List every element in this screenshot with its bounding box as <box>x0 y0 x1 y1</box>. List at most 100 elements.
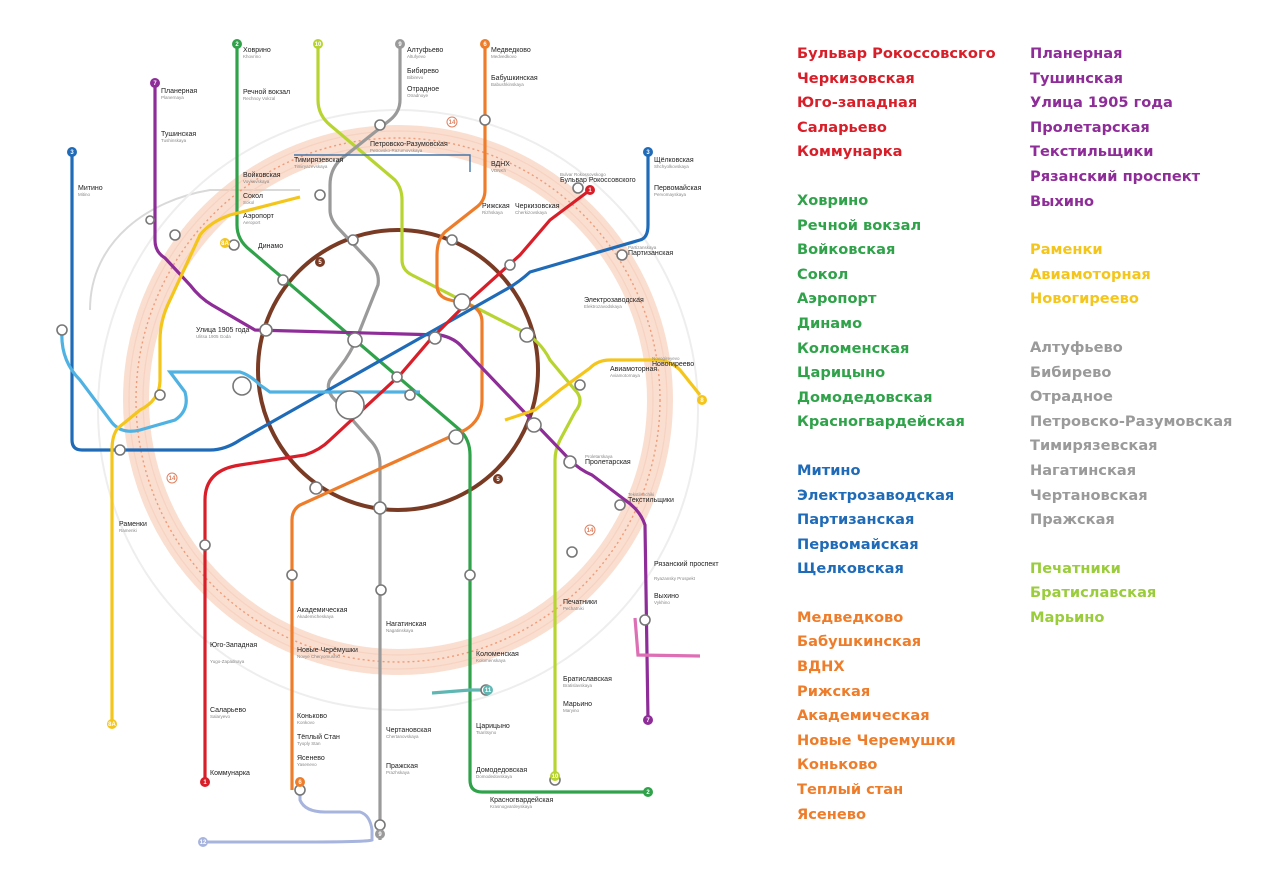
line-lightblue-12 <box>205 790 374 844</box>
station-pervomayskaya-sub: Pervomayskaya <box>654 192 687 197</box>
legend-station: Новые Черемушки <box>797 731 956 749</box>
legend-station: Авиамоторная <box>1030 265 1151 283</box>
station-proletarskaya-sub: Proletarskaya <box>585 454 613 459</box>
legend-station: Щелковская <box>797 560 904 578</box>
station-sokol: Сокол <box>243 193 263 200</box>
station-pechatniki: Печатники <box>563 599 597 606</box>
station-salaryevo-sub: Salaryevo <box>210 714 231 719</box>
badge-line-8a-north: 8A <box>221 241 229 247</box>
station-bratislavskaya-sub: Bratislavskaya <box>563 683 593 688</box>
station-cherkizovskaya: Черкизовская <box>515 203 560 210</box>
legend-station: Чертановская <box>1030 486 1148 504</box>
badge-line-8: 8 <box>700 398 704 404</box>
legend-station: Саларьево <box>797 118 887 136</box>
line-pink-15 <box>633 617 701 658</box>
line-yellow-8a <box>110 195 301 720</box>
metro-map: 2 10 9 6 7 3 3 5 5 8A 8A 14 14 14 1 1 11… <box>56 39 719 847</box>
legend-station: Юго-западная <box>797 94 918 112</box>
station-shchyolkovskaya: Щёлковская <box>654 157 694 164</box>
legend-station: Новогиреево <box>1030 290 1139 308</box>
station-bulvar-rokossovskogo: Бульвар Рокоссовского <box>560 177 636 184</box>
station-nagatinskaya: Нагатинская <box>386 621 427 628</box>
station-tsaritsyno-sub: Tsaritsyno <box>476 730 497 735</box>
line-gray-9 <box>326 48 402 840</box>
station-rechnoy-vokzal-sub: Rechnoy Vokzal <box>243 96 275 101</box>
legend-station: ВДНХ <box>797 658 845 676</box>
station-voykovskaya: Войковская <box>243 171 281 179</box>
station-altufyevo-sub: Altufyevo <box>407 54 426 59</box>
mcc-ring-inner <box>142 144 654 656</box>
badge-line-2-south: 2 <box>646 790 650 796</box>
station-planernaya-sub: Planernaya <box>161 95 184 100</box>
station-chertanovskaya: Чертановская <box>386 727 431 734</box>
station-akademicheskaya-sub: Akademicheskaya <box>297 614 334 619</box>
station-pervomayskaya: Первомайская <box>654 184 702 192</box>
station-otradnoye-sub: Otradnoye <box>407 93 429 98</box>
badge-line-9-south: 9 <box>378 832 382 838</box>
badge-line-7-south: 7 <box>646 718 650 724</box>
station-konkovo: Коньково <box>297 713 327 720</box>
legend-station: Рязанский проспект <box>1030 167 1201 185</box>
station-timiryazevskaya: Тимирязевская <box>294 157 343 164</box>
legend-station: Первомайская <box>797 535 919 553</box>
legend-station: Ховрино <box>797 191 869 209</box>
station-kommunarka: Коммунарка <box>210 770 250 777</box>
outer-ring-faint <box>97 109 699 711</box>
station-prazhskaya-sub: Prazhskaya <box>386 770 410 775</box>
station-yasenevo: Ясенево <box>297 755 325 762</box>
station-vykhino-sub: Vykhino <box>654 600 670 605</box>
legend-station: Алтуфьево <box>1030 338 1123 356</box>
station-maryino-sub: Maryino <box>563 708 580 713</box>
station-partizanskaya-sub: Partizanskaya <box>628 245 657 250</box>
badge-line-6-south: 6 <box>298 780 302 786</box>
station-khovrino-sub: Khovrino <box>243 54 261 59</box>
station-ramenki-sub: Ramenki <box>119 528 137 533</box>
station-otradnoye: Отрадное <box>407 86 439 93</box>
line-teal-11 <box>431 688 488 695</box>
station-domodedovskaya-sub: Domodedovskaya <box>476 774 513 779</box>
badge-line-8a-south: 8A <box>108 722 116 728</box>
station-domodedovskaya: Домодедовская <box>476 767 527 774</box>
line-blue-3 <box>70 154 650 452</box>
legend-station: Митино <box>797 461 861 479</box>
station-medvedkovo-sub: Medvedkovo <box>491 54 517 59</box>
legend-station: Марьино <box>1030 608 1105 626</box>
station-cherkizovskaya-sub: Cherkizovskaya <box>515 210 547 215</box>
station-ulitsa-1905-sub: Ulitsa 1905 Goda <box>196 334 231 339</box>
station-krasnogvardeyskaya: Красногвардейская <box>490 796 553 804</box>
station-proletarskaya: Пролетарская <box>585 459 631 466</box>
station-babushkinskaya-sub: Babushkinskaya <box>491 82 524 87</box>
station-novye-cheryomushki: Новые Черёмушки <box>297 647 358 654</box>
legend-station: Рижская <box>797 682 871 700</box>
station-tekstilshchiki: Текстильщики <box>628 497 674 504</box>
station-novogireyevo-sub: Novogireyevo <box>652 356 680 361</box>
legend-station: Динамо <box>797 314 863 332</box>
monorail-path <box>294 154 471 172</box>
legend-station: Коломенская <box>797 339 910 357</box>
legend-station: Пролетарская <box>1030 118 1150 136</box>
badge-line-3-west: 3 <box>70 150 74 156</box>
station-timiryazevskaya-sub: Timiryazevskaya <box>294 164 328 169</box>
station-tyoply-stan-sub: Tyoply Stan <box>297 741 321 746</box>
station-elektrozavodskaya: Электрозаводская <box>584 297 644 304</box>
legend-station: Коньково <box>797 756 878 774</box>
legend-station: Царицыно <box>797 364 886 382</box>
badge-line-14-east: 14 <box>587 528 594 534</box>
legend-station: Академическая <box>797 707 930 725</box>
station-bulvar-rokossovskogo-sub: Bulvar Rokossovskogo <box>560 172 606 177</box>
legend-station: Теплый стан <box>797 781 904 799</box>
station-ryazansky-prospekt-sub: Ryazansky Prospekt <box>654 576 696 581</box>
station-medvedkovo: Медведково <box>491 47 531 54</box>
station-labels: Ховрино Khovrino Речной вокзал Rechnoy V… <box>78 47 719 809</box>
legend-station: Выхино <box>1030 192 1095 210</box>
legend-station: Текстильщики <box>1030 143 1154 161</box>
station-rizhskaya-sub: Rizhskaya <box>482 210 503 215</box>
outer-gray-path <box>89 189 300 311</box>
station-vdnkh: ВДНХ <box>491 161 510 168</box>
legend-station: Аэропорт <box>797 290 877 308</box>
